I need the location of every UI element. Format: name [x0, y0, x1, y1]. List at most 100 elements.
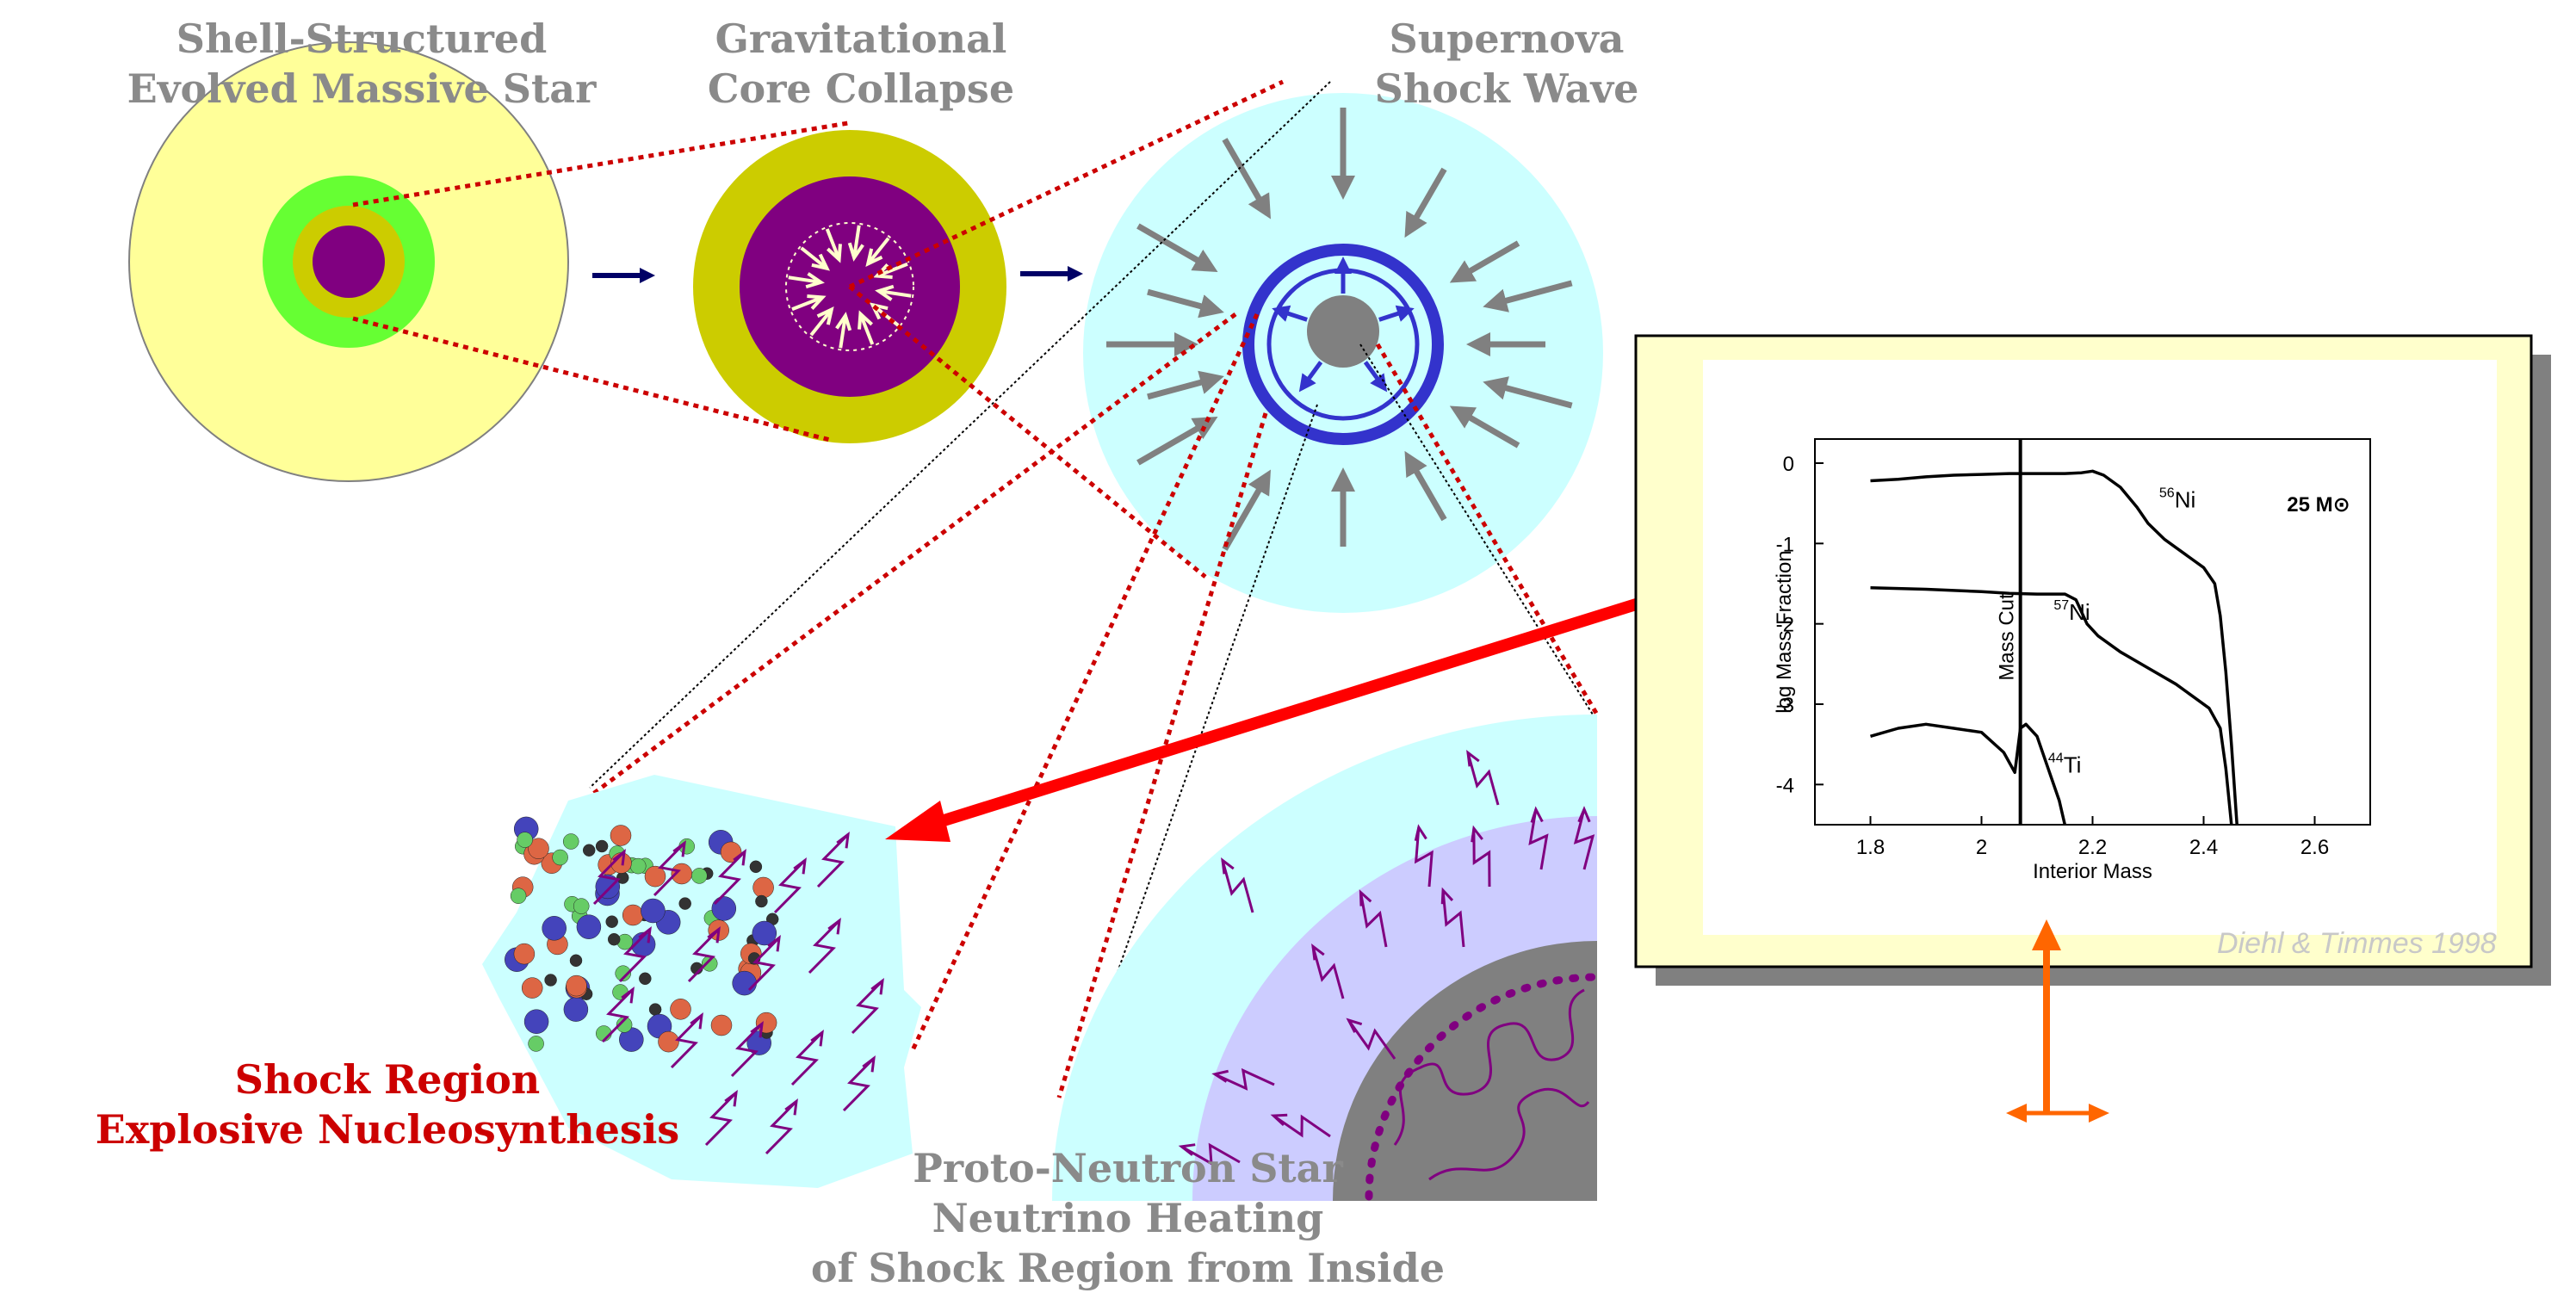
label-shell-line1: Shell-Structured [176, 15, 548, 62]
quad-arrow [1214, 1067, 1275, 1091]
region-arrow-head [638, 926, 652, 943]
shock-stage [1083, 93, 1603, 613]
particle [563, 997, 589, 1022]
series-label-44Ti: 44Ti [2048, 751, 2082, 777]
particle [528, 1036, 544, 1052]
region-arrow-head [767, 935, 781, 952]
quad-arrow-head [1270, 1113, 1288, 1127]
collapse-arrow [800, 246, 828, 270]
quad-arrow-head [1471, 825, 1483, 843]
region-arrow [773, 859, 807, 914]
series-56Ni [1870, 469, 2239, 826]
infall-arrow [1404, 167, 1447, 238]
particle [542, 916, 567, 941]
region-arrow [816, 833, 850, 888]
label-collapse-line2: Core Collapse [707, 65, 1015, 112]
region-arrow-head [672, 840, 686, 857]
particle [521, 977, 543, 999]
proto-quadrant [1052, 715, 1601, 1201]
x-tick-label: 1.8 [1856, 836, 1885, 859]
quad-arrow-head [1221, 857, 1235, 875]
quad-arrow-head [1414, 824, 1427, 841]
series-label-57Ni: 57Ni [2053, 598, 2090, 625]
region-arrow-head [862, 1055, 876, 1073]
shell-star [128, 41, 569, 482]
particle [711, 896, 737, 921]
quad-arrow [1273, 1114, 1331, 1138]
x-axis-label: Interior Mass [2033, 860, 2152, 883]
region-arrow [765, 1100, 798, 1155]
shock-region-blob [482, 775, 921, 1188]
quad-arrow-head [1440, 887, 1454, 905]
mass-annotation: 25 M⊙ [2287, 493, 2350, 517]
quad-arrow [1472, 828, 1491, 888]
infall-arrow [1449, 240, 1520, 283]
particle [678, 897, 691, 910]
outflow-arrow [1363, 361, 1388, 393]
mass-cut-label: Mass Cut [1996, 593, 2019, 681]
collapse-arrow-head [865, 248, 883, 268]
region-arrow-head [621, 987, 635, 1004]
particle [582, 844, 596, 857]
region-arrow-head [707, 926, 721, 943]
infall-arrow [1147, 288, 1224, 319]
particle [569, 954, 583, 968]
x-tick-label: 2 [1976, 836, 1987, 859]
region-arrow [670, 1014, 703, 1069]
particle [510, 888, 527, 904]
nucleosynthesis-particles [505, 816, 779, 1055]
collapse-arrow [809, 308, 833, 337]
collapse-arrow-head [816, 306, 834, 325]
neutrino-arrows-region [592, 832, 884, 1155]
particle [622, 904, 644, 926]
particle [752, 876, 774, 899]
collapse-arrow [866, 237, 890, 265]
region-arrow [842, 1057, 876, 1112]
label-shell-line2: Evolved Massive Star [127, 65, 597, 112]
collapse-arrow-head [873, 263, 893, 279]
series-label-56Ni: 56Ni [2159, 486, 2195, 512]
quad-arrow [1573, 808, 1595, 870]
infall-arrow [1449, 405, 1520, 449]
region-arrow [592, 851, 626, 906]
collapse-arrow [788, 275, 821, 284]
label-region-line1: Shock Region [234, 1056, 541, 1103]
particle [639, 972, 652, 986]
infall-arrow [1136, 223, 1218, 273]
region-arrow-head [750, 1021, 764, 1038]
infall-arrows [1106, 108, 1573, 551]
neutrinosphere [1365, 973, 1601, 1201]
outflow-arrow [1298, 361, 1323, 393]
label-proto-line1: Proto-Neutron Star [913, 1145, 1343, 1191]
particle [615, 965, 631, 981]
label-shock-region: Shock Region Explosive Nucleosynthesis [69, 1055, 706, 1154]
collapse-arrow-head [869, 302, 889, 320]
region-arrow-head [612, 849, 626, 866]
quad-arrow [1311, 945, 1345, 999]
neutrino-arrows-quadrant [1178, 750, 1595, 1166]
collapse-arrows [788, 225, 912, 349]
particle [755, 894, 768, 908]
collapse-arrow-head [827, 244, 842, 263]
region-arrow [851, 980, 884, 1035]
proto-neutron-core [1307, 295, 1379, 368]
particle [749, 860, 763, 874]
shock-front-outer [1242, 244, 1444, 445]
quad-arrow-head [1178, 1143, 1196, 1156]
particle [691, 868, 708, 884]
region-arrow-head [827, 918, 841, 935]
quad-arrow [1347, 1019, 1396, 1060]
quad-arrow [1414, 826, 1434, 888]
x-tick-label: 2.2 [2078, 836, 2107, 859]
label-shock-wave: Supernova Shock Wave [1326, 14, 1687, 114]
particle [670, 999, 691, 1020]
particle [595, 839, 609, 853]
quad-arrow-head [1311, 943, 1325, 961]
particle [752, 920, 777, 946]
particle [710, 1014, 733, 1036]
orange-marker-arrows [2006, 919, 2109, 1123]
infall-arrow [1222, 469, 1272, 551]
y-tick-label: -2 [1776, 614, 1794, 637]
